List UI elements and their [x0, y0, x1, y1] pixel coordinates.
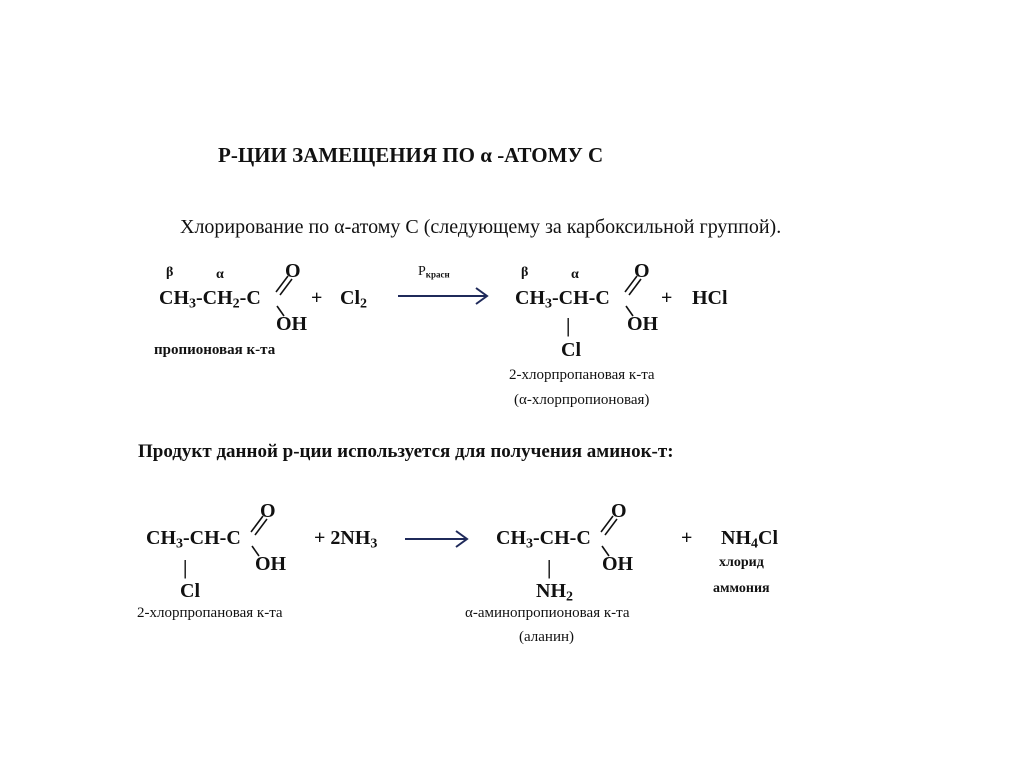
bond-line: |: [566, 315, 571, 337]
chlorine-substituent: Cl: [180, 580, 200, 602]
byproduct-name-line2: аммония: [713, 581, 770, 596]
carbonyl-bond: [250, 515, 268, 557]
chloropropanoic-acid-formula: CH3-CH-C: [146, 527, 241, 552]
reaction-arrow: [405, 530, 469, 548]
alpha-label: α: [216, 267, 224, 282]
subtitle: Хлорирование по α-атому С (следующему за…: [180, 216, 782, 238]
plus-sign: +: [681, 527, 693, 549]
product-name: 2-хлорпропановая к-та: [509, 367, 655, 383]
reaction-arrow: [398, 287, 489, 305]
carbonyl-bond: [624, 275, 642, 317]
carbonyl-bond: [600, 515, 618, 557]
bond-line: |: [547, 557, 552, 579]
section-heading: Продукт данной р-ции используется для по…: [138, 441, 674, 462]
hydroxyl: OH: [602, 553, 634, 575]
oxygen: O: [634, 260, 650, 282]
bond-line: |: [183, 557, 188, 579]
beta-label: β: [166, 265, 174, 280]
alpha-label: α: [571, 267, 579, 282]
catalyst-label: Pкрасн: [418, 264, 450, 280]
propionic-acid-formula: CH3-CH2-C: [159, 287, 261, 312]
byproduct-name-line1: хлорид: [719, 555, 764, 570]
slide-title: Р-ЦИИ ЗАМЕЩЕНИЯ ПО α -АТОМУ С: [218, 143, 604, 167]
plus-sign: +: [311, 287, 323, 309]
alanine-formula: CH3-CH-C: [496, 527, 591, 552]
chlorine-substituent: Cl: [561, 339, 581, 361]
chloropropanoic-acid-formula: CH3-CH-C: [515, 287, 610, 312]
ammonium-chloride-formula: NH4Cl: [721, 527, 778, 552]
hydroxyl: OH: [276, 313, 308, 335]
reactant-name: пропионовая к-та: [154, 342, 276, 358]
product-alt-name: (α-хлорпропионовая): [514, 392, 650, 408]
amino-group: NH2: [536, 580, 573, 605]
oxygen: O: [611, 500, 627, 522]
hydroxyl: OH: [627, 313, 659, 335]
ammonia-formula: + 2NH3: [314, 527, 378, 552]
reactant-name: 2-хлорпропановая к-та: [137, 605, 283, 621]
oxygen: O: [285, 260, 301, 282]
plus-sign: +: [661, 287, 673, 309]
oxygen: O: [260, 500, 276, 522]
hydroxyl: OH: [255, 553, 287, 575]
carbonyl-bond: [275, 275, 293, 317]
beta-label: β: [521, 265, 529, 280]
product-alt-name: (аланин): [519, 629, 575, 645]
product-name: α-аминопропионовая к-та: [465, 605, 630, 621]
hcl-formula: HCl: [692, 287, 728, 309]
chlorine-formula: Cl2: [340, 287, 367, 312]
